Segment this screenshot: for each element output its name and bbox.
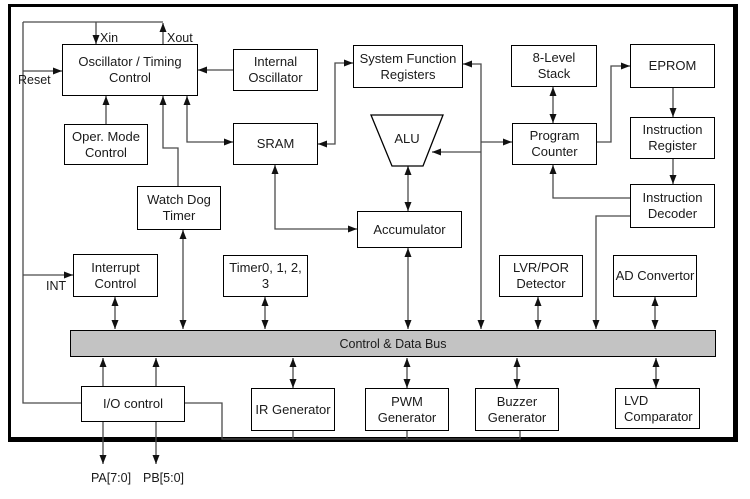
wire-idec-to-pc bbox=[549, 165, 630, 199]
block-system-function-registers: System Function Registers bbox=[353, 45, 463, 88]
block-buzzer-generator: Buzzer Generator bbox=[475, 388, 559, 431]
wire-io-generators bbox=[185, 402, 521, 440]
block-oper-mode-control: Oper. Mode Control bbox=[64, 124, 148, 165]
block-sram: SRAM bbox=[233, 123, 318, 165]
block-alu-shape bbox=[370, 114, 444, 167]
wire-idec-to-bus bbox=[592, 215, 630, 329]
block-interrupt-control: Interrupt Control bbox=[73, 254, 158, 297]
wire-sram-sfr bbox=[318, 59, 353, 148]
control-data-bus: Control & Data Bus bbox=[70, 330, 716, 357]
pin-label-xin: Xin bbox=[100, 31, 119, 45]
wire-sram-acc bbox=[271, 165, 357, 233]
block-watch-dog-timer: Watch Dog Timer bbox=[137, 186, 221, 230]
bus-label: Control & Data Bus bbox=[339, 336, 447, 351]
block-timer-0-1-2-3: Timer0, 1, 2, 3 bbox=[223, 255, 308, 297]
block-internal-oscillator: Internal Oscillator bbox=[233, 49, 318, 91]
block-lvr-por-detector: LVR/POR Detector bbox=[499, 255, 583, 297]
block-instruction-decoder: Instruction Decoder bbox=[630, 184, 715, 228]
block-eprom: EPROM bbox=[630, 44, 715, 88]
block-oscillator-timing-control: Oscillator / Timing Control bbox=[62, 44, 198, 96]
wire-wdt-to-osc bbox=[159, 96, 179, 186]
block-ir-generator: IR Generator bbox=[251, 388, 335, 431]
block-accumulator: Accumulator bbox=[357, 211, 462, 248]
pin-label-xout: Xout bbox=[167, 31, 193, 45]
block-8-level-stack: 8-Level Stack bbox=[511, 45, 597, 87]
block-lvd-comparator: LVD Comparator bbox=[615, 388, 700, 429]
wire-pc-to-eprom bbox=[597, 62, 630, 143]
block-program-counter: Program Counter bbox=[512, 123, 597, 165]
wire-internal-rail bbox=[463, 60, 485, 329]
block-pwm-generator: PWM Generator bbox=[365, 388, 449, 431]
pin-label-pb: PB[5:0] bbox=[143, 471, 184, 485]
wire-osc-sram bbox=[183, 96, 233, 146]
block-ad-convertor: AD Convertor bbox=[613, 255, 697, 297]
pin-label-int: INT bbox=[46, 279, 67, 293]
wire-left-rail bbox=[22, 22, 81, 404]
pin-label-pa: PA[7:0] bbox=[91, 471, 132, 485]
pin-label-reset: Reset bbox=[18, 73, 51, 87]
block-io-control: I/O control bbox=[81, 386, 185, 422]
block-instruction-register: Instruction Register bbox=[630, 117, 715, 159]
block-alu-label: ALU bbox=[394, 131, 420, 146]
